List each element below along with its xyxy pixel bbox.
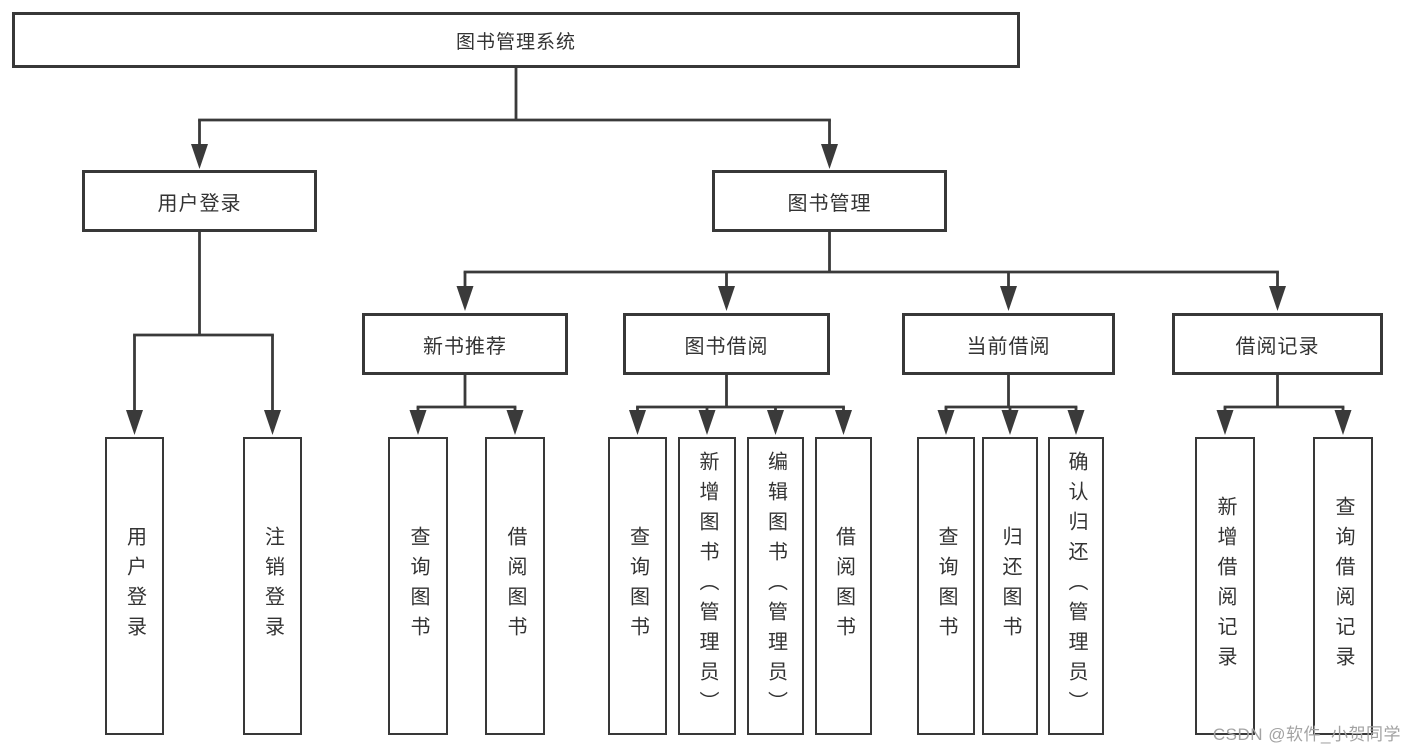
node-current-borrowing: 当前借阅	[902, 313, 1115, 375]
leaf-records-query-record-label: 查询借阅记录	[1332, 496, 1354, 676]
leaf-borrow-borrow-books-label: 借阅图书	[832, 526, 855, 646]
node-book-borrowing: 图书借阅	[623, 313, 830, 375]
leaf-records-query-record: 查询借阅记录	[1313, 437, 1373, 735]
leaf-recommend-query-books: 查询图书	[388, 437, 448, 735]
node-root-label: 图书管理系统	[455, 31, 576, 53]
leaf-records-add-record: 新增借阅记录	[1195, 437, 1255, 735]
leaf-recommend-borrow-books: 借阅图书	[485, 437, 545, 735]
node-user-login-label: 用户登录	[157, 192, 242, 215]
node-current-borrowing-label: 当前借阅	[966, 335, 1051, 358]
leaf-current-confirm-return-admin: 确认归还（管理员）	[1048, 437, 1104, 735]
node-borrowing-records: 借阅记录	[1172, 313, 1383, 375]
node-book-borrowing-label: 图书借阅	[684, 335, 769, 358]
leaf-user-login-label: 用户登录	[123, 526, 146, 646]
node-new-book-recommendation: 新书推荐	[362, 313, 568, 375]
edges-root-to-level2	[191, 68, 838, 169]
leaf-current-return-books-label: 归还图书	[999, 526, 1021, 646]
leaf-records-add-record-label: 新增借阅记录	[1214, 496, 1236, 676]
leaf-current-query-books-label: 查询图书	[935, 526, 957, 646]
leaf-recommend-query-books-label: 查询图书	[407, 526, 429, 646]
edges-bookmgmt-to-level3	[456, 232, 1286, 311]
leaf-current-query-books: 查询图书	[917, 437, 975, 735]
node-new-book-recommendation-label: 新书推荐	[423, 335, 507, 358]
leaf-borrow-edit-books-admin: 编辑图书（管理员）	[747, 437, 804, 735]
edges-borrow-to-leaves	[629, 375, 852, 435]
leaf-current-confirm-return-admin-label: 确认归还（管理员）	[1065, 451, 1087, 721]
leaf-current-return-books: 归还图书	[982, 437, 1038, 735]
node-root: 图书管理系统	[12, 12, 1020, 68]
leaf-borrow-borrow-books: 借阅图书	[815, 437, 872, 735]
node-book-management-label: 图书管理	[787, 192, 872, 215]
leaf-recommend-borrow-books-label: 借阅图书	[504, 526, 526, 646]
csdn-watermark: CSDN @软件_小贺同学	[1212, 725, 1401, 744]
leaf-borrow-query-books-label: 查询图书	[626, 526, 649, 646]
node-book-management: 图书管理	[712, 170, 947, 232]
leaf-logout: 注销登录	[243, 437, 302, 735]
leaf-borrow-add-books-admin-label: 新增图书（管理员）	[696, 451, 718, 721]
leaf-logout-label: 注销登录	[261, 526, 284, 646]
leaf-borrow-query-books: 查询图书	[608, 437, 667, 735]
leaf-user-login: 用户登录	[105, 437, 164, 735]
leaf-borrow-edit-books-admin-label: 编辑图书（管理员）	[764, 451, 787, 721]
edges-recommend-to-leaves	[409, 375, 524, 435]
node-user-login: 用户登录	[82, 170, 317, 232]
leaf-borrow-add-books-admin: 新增图书（管理员）	[678, 437, 736, 735]
edges-current-to-leaves	[937, 375, 1085, 435]
node-borrowing-records-label: 借阅记录	[1235, 335, 1320, 358]
edges-userlogin-to-leaves	[126, 232, 281, 435]
edges-records-to-leaves	[1216, 375, 1352, 435]
